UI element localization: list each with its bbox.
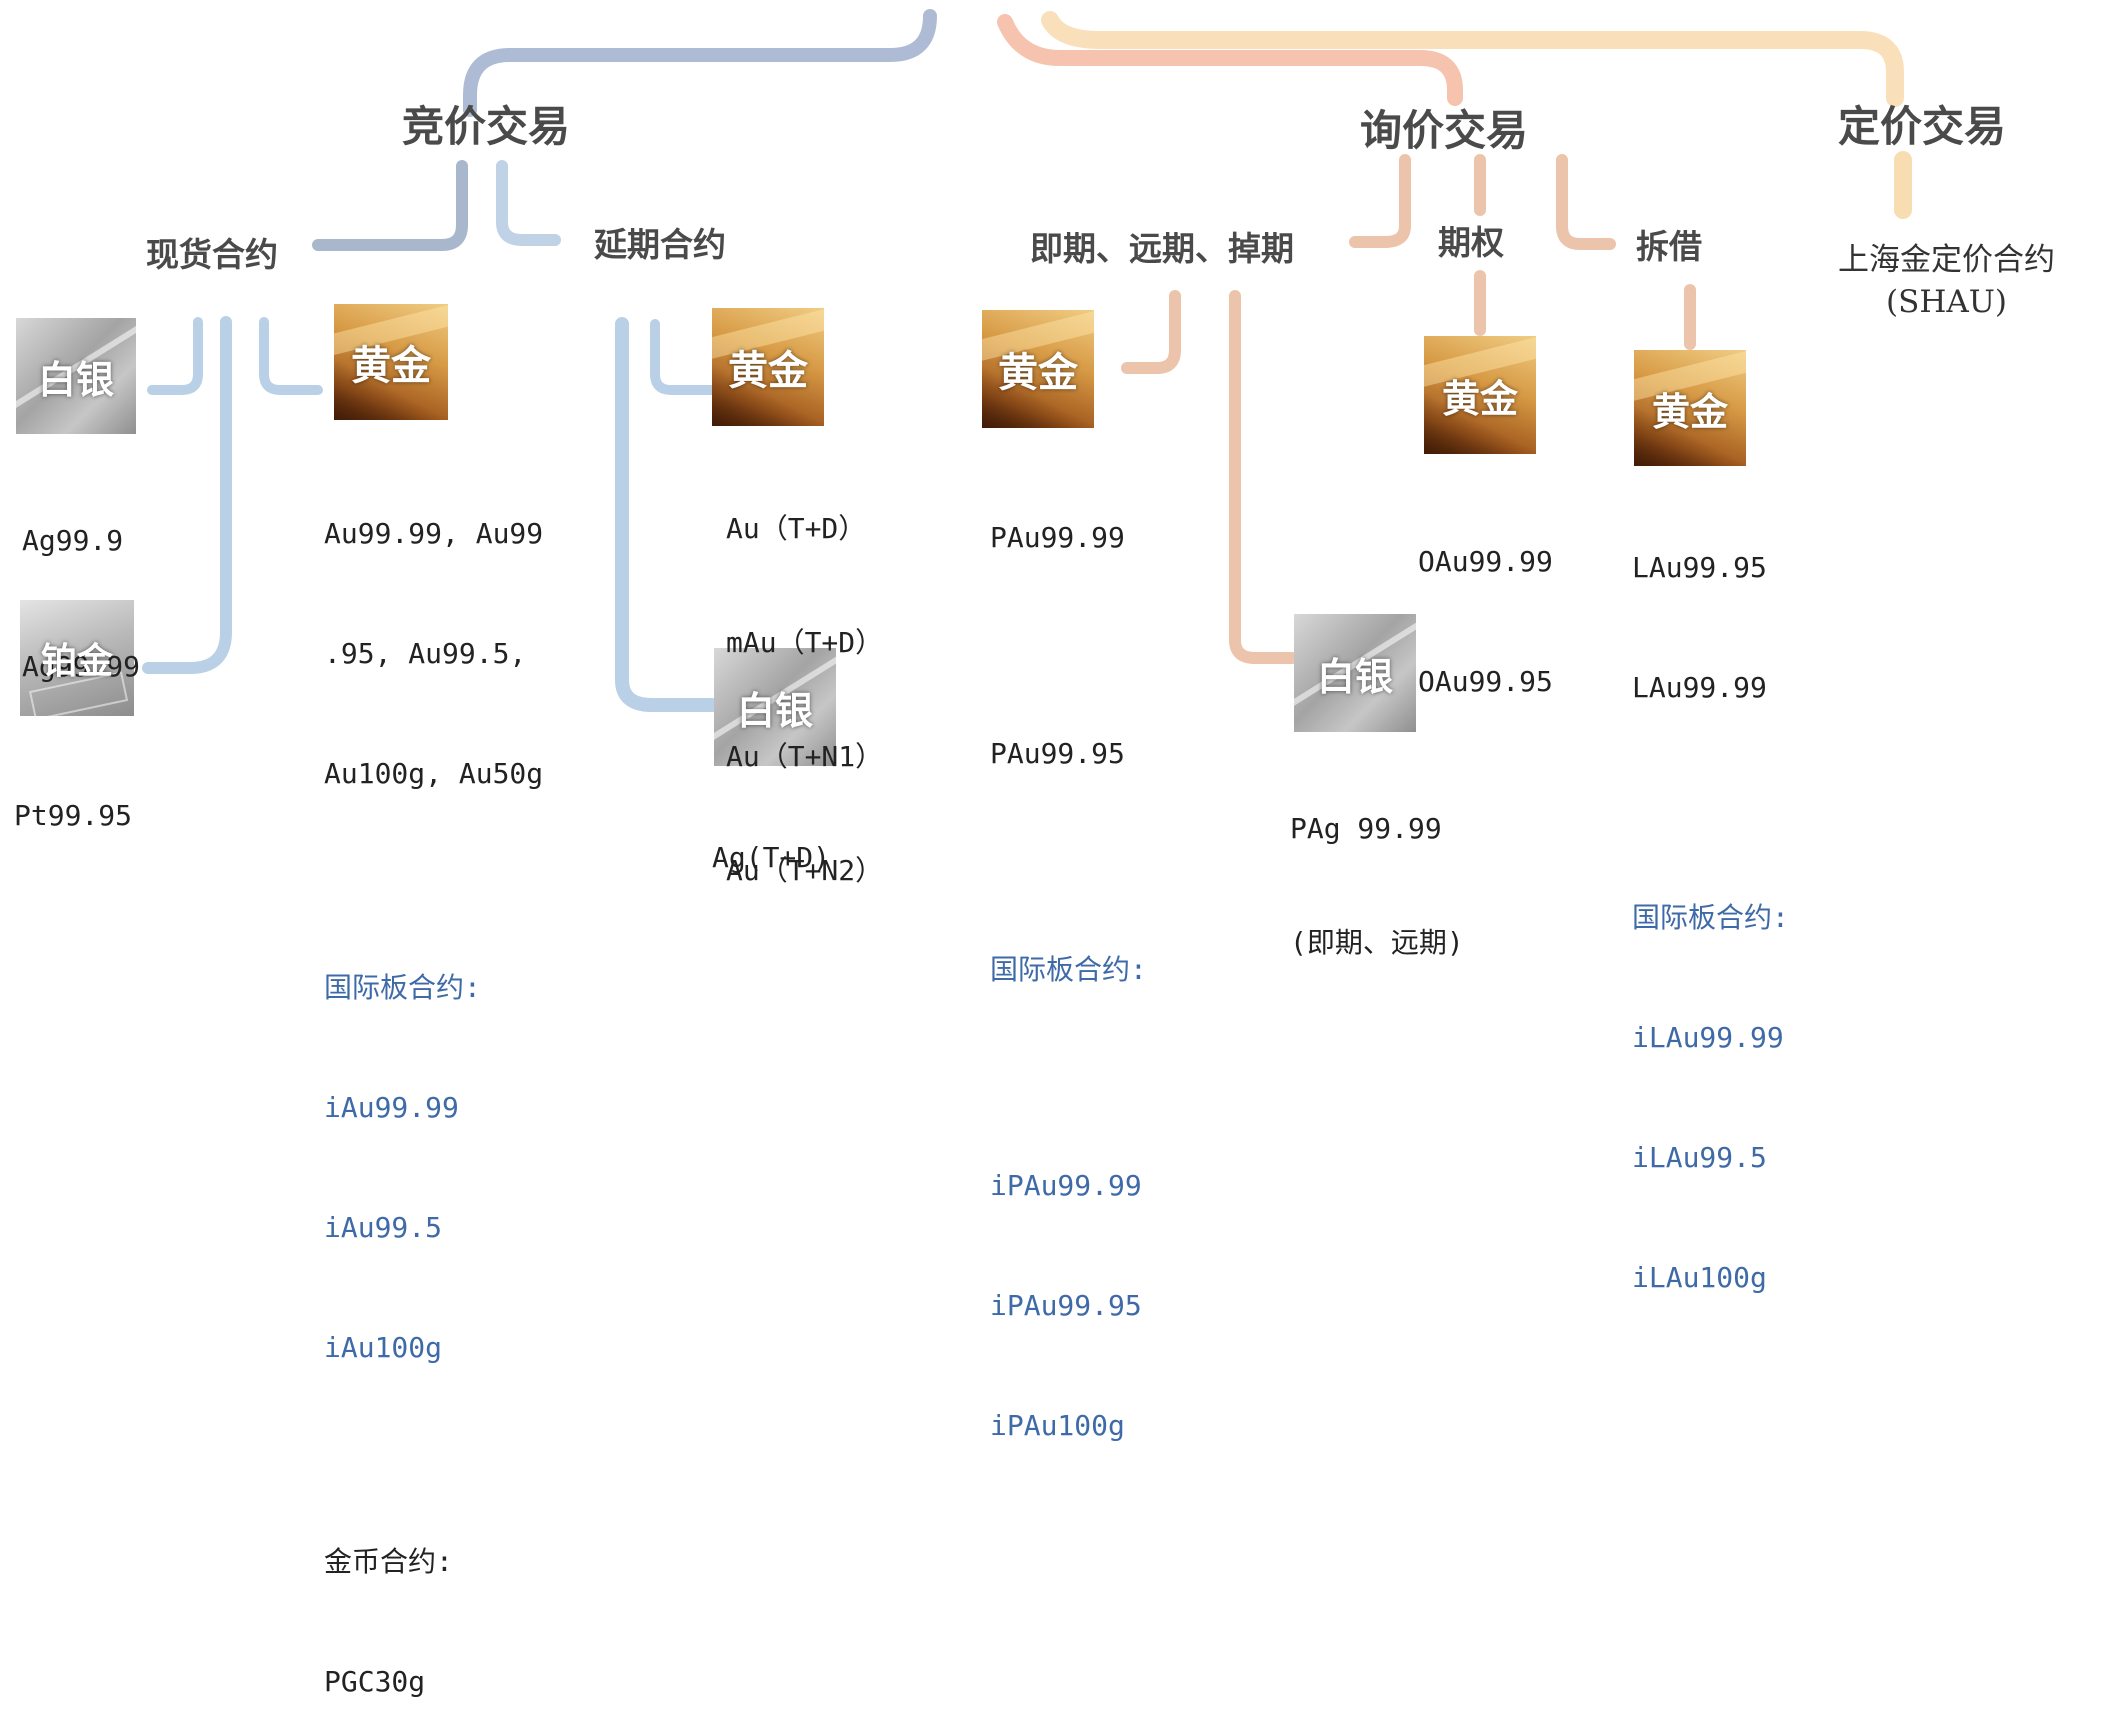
gold-lending-tile: 黄金 [1634,350,1746,466]
list-item: iAu99.5 [324,1211,443,1244]
spacer [324,1448,543,1462]
list-item: .95, Au99.5, [324,637,527,670]
connector-spot-to-gold [259,317,323,395]
connector-deferred-to-gold [650,319,717,395]
platinum-spot-list: Pt99.95 [14,726,132,870]
list-item: iAu99.99 [324,1091,459,1124]
gold-spot-tile-label: 黄金 [351,343,431,389]
gold-deferred-tile: 黄金 [712,308,824,426]
list-item: iPAu99.95 [990,1289,1142,1322]
gold-inquiry-list: PAu99.99 PAu99.95 国际板合约: iPAu99.99 iPAu9… [990,438,1147,1486]
list-item: (即期、远期) [1290,926,1464,959]
spacer [990,854,1147,870]
pricing-contract: 上海金定价合约 (SHAU) [1838,240,2055,324]
spacer [1632,788,1789,818]
list-item: Pt99.95 [14,799,133,832]
list-item: LAu99.95 [1632,551,1767,584]
coin-contract-title: 金币合约: [324,1545,453,1578]
gold-option-tile: 黄金 [1424,336,1536,454]
list-item: Au（T+N1） [726,740,884,773]
gold-lending-list: LAu99.95 LAu99.99 国际板合约: iLAu99.99 iLAu9… [1632,468,1789,1338]
heading-bidding: 竞价交易 [402,102,571,151]
list-item: Au99.99, Au99 [324,517,544,550]
connector-lines [142,9,1912,712]
list-item: PAg 99.99 [1290,812,1442,845]
connector-spot-to-platinum [142,316,232,674]
gold-inquiry-tile: 黄金 [982,310,1094,428]
subheading-spot: 现货合约 [146,235,278,274]
list-item: PGC30g [324,1665,426,1698]
intl-board-title: 国际板合约: [1632,901,1789,934]
intl-board-title: 国际板合约: [324,971,481,1004]
silver-inquiry-list: PAg 99.99 (即期、远期) [1290,734,1464,1000]
gold-deferred-tile-label: 黄金 [728,348,808,394]
silver-deferred-list: Ag(T+D) [712,768,830,912]
list-item: PAu99.95 [990,737,1125,770]
list-item: Ag99.99 [22,650,141,683]
gold-spot-list: Au99.99, Au99 .95, Au99.5, Au100g, Au50g… [324,434,543,1720]
heading-inquiry: 询价交易 [1360,106,1529,155]
spacer [990,1070,1147,1086]
subheading-lending: 拆借 [1636,227,1702,266]
pricing-contract-name: 上海金定价合约 [1838,242,2055,278]
intl-board-title: 国际板合约: [990,953,1147,986]
subheading-option: 期权 [1438,223,1504,262]
platinum-spot-tile: 铂金 [20,600,134,716]
list-item: Au100g, Au50g [324,757,544,790]
gold-option-list: OAu99.99 OAu99.95 [1418,462,1553,742]
pricing-contract-code: (SHAU) [1886,283,2007,320]
list-item: iPAu100g [990,1409,1125,1442]
list-item: OAu99.95 [1418,665,1553,698]
platinum-spot-tile-label: 铂金 [40,641,113,682]
list-item: iAu100g [324,1331,443,1364]
subheading-deferred: 延期合约 [594,225,726,264]
connector-inquiry-to-spotfwd [1349,154,1411,248]
list-item: iLAu99.5 [1632,1141,1767,1174]
connector-spotfwd-to-silver [1229,290,1298,664]
silver-inquiry-tile: 白银 [1294,614,1416,732]
silver-spot-list: Ag99.9 Ag99.99 [22,436,140,730]
connector-bidding-to-deferred [496,160,561,246]
gold-option-tile-label: 黄金 [1441,376,1518,421]
list-item: Ag(T+D) [712,841,831,874]
gold-spot-tile: 黄金 [334,304,448,420]
subheading-spot-forward-swap: 即期、远期、掉期 [1030,229,1294,268]
connector-bidding-to-spot [312,160,468,251]
gold-inquiry-tile-label: 黄金 [998,350,1078,396]
gold-lending-tile-label: 黄金 [1651,389,1728,434]
connector-root-to-bidding [463,9,937,117]
list-item: Ag99.9 [22,524,124,557]
connector-spotfwd-to-gold [1121,290,1181,374]
silver-inquiry-tile-label: 白银 [1316,654,1393,699]
silver-deferred-tile-label: 白银 [736,688,813,733]
connector-deferred-to-silver [615,317,719,712]
list-item: iPAu99.99 [990,1169,1142,1202]
silver-deferred-tile: 白银 [714,648,836,766]
list-item: OAu99.99 [1418,545,1553,578]
list-item: mAu（T+D） [726,626,884,659]
spacer [990,638,1147,654]
list-item: PAu99.99 [990,521,1125,554]
connector-root-to-inquiry [997,14,1463,106]
silver-spot-tile: 白银 [16,318,136,434]
list-item: iLAu100g [1632,1261,1767,1294]
list-item: iLAu99.99 [1632,1021,1784,1054]
heading-pricing: 定价交易 [1838,102,2007,151]
list-item: Au（T+D） [726,512,867,545]
connector-spot-to-silver [147,317,203,395]
connector-root-to-pricing [1041,11,1904,107]
silver-spot-tile-label: 白银 [37,357,114,402]
connector-inquiry-to-lending [1556,154,1616,250]
list-item: LAu99.99 [1632,671,1767,704]
spacer [324,874,543,888]
